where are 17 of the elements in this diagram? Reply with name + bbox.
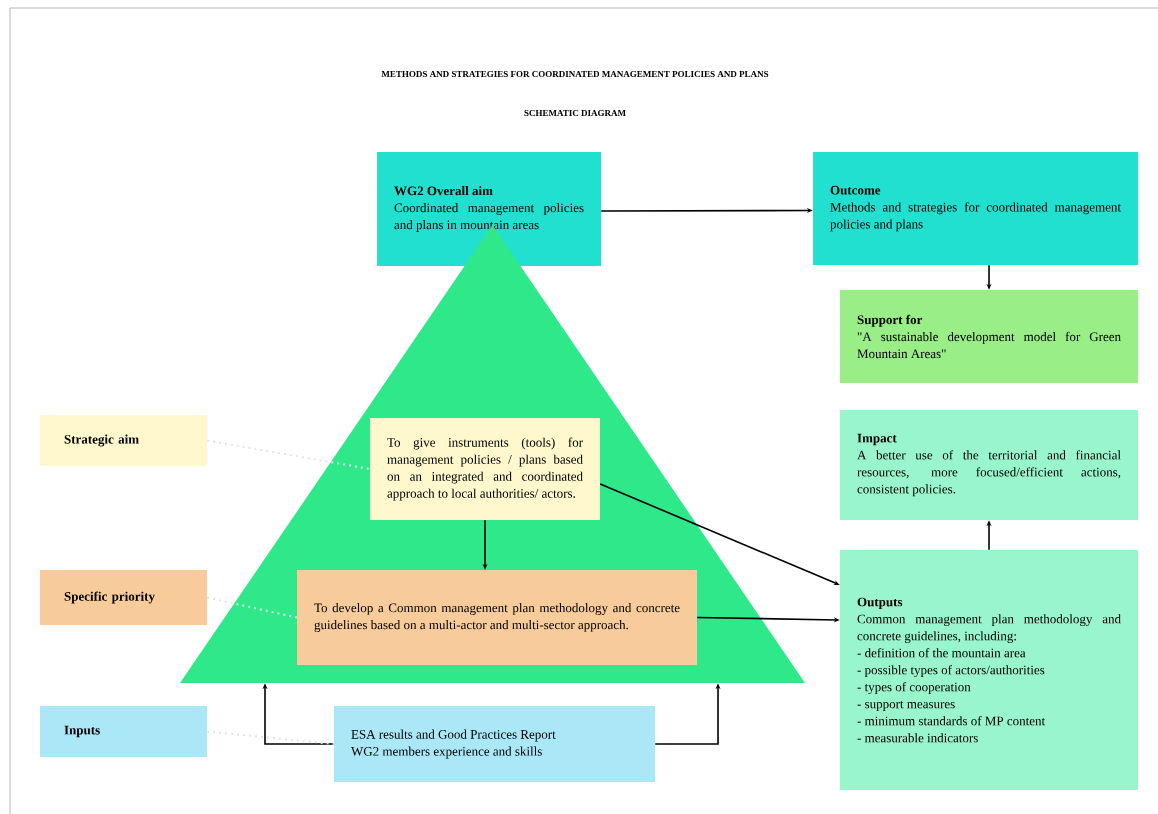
text-box: ESA results and Good Practices Report WG2 members experience and skills (334, 706, 655, 782)
text-box: To develop a Common management plan methodology and concrete guidelines based on a multi-actor and multi-sector approach. (297, 570, 697, 665)
text-box: Outputs Common management plan methodology and concrete guidelines, including: - definition of the mountain area - possible types of actors/authorities - types of cooperation - support measures - minimum standards of MP content - measurable indicators (840, 550, 1138, 790)
text-box: Support for "A sustainable development model for Green Mountain Areas" (840, 290, 1138, 383)
text-box: Outcome Methods and strategies for coordinated management policies and plans (813, 152, 1138, 265)
level-label: Inputs (40, 706, 207, 757)
arrow (599, 483, 840, 585)
leader-line (206, 730, 335, 745)
text-box: Impact A better use of the territorial and financial resources, more focused/efficient actions, consistent policies. (840, 410, 1138, 520)
level-label: Specific priority (40, 570, 207, 625)
text-box: WG2 Overall aim Coordinated management policies and plans in mountain areas (377, 152, 601, 266)
leader-line (206, 439, 371, 470)
leader-line (206, 596, 298, 619)
level-label: Strategic aim (40, 415, 207, 466)
title: METHODS AND STRATEGIES FOR COORDINATED MANAGEMENT POLICIES AND PLANS (381, 70, 769, 77)
subtitle: SCHEMATIC DIAGRAM (524, 109, 626, 116)
text-box: To give instruments (tools) for management policies / plans based on an integrated and coordinated approach to local authorities/ actors. (370, 418, 600, 520)
